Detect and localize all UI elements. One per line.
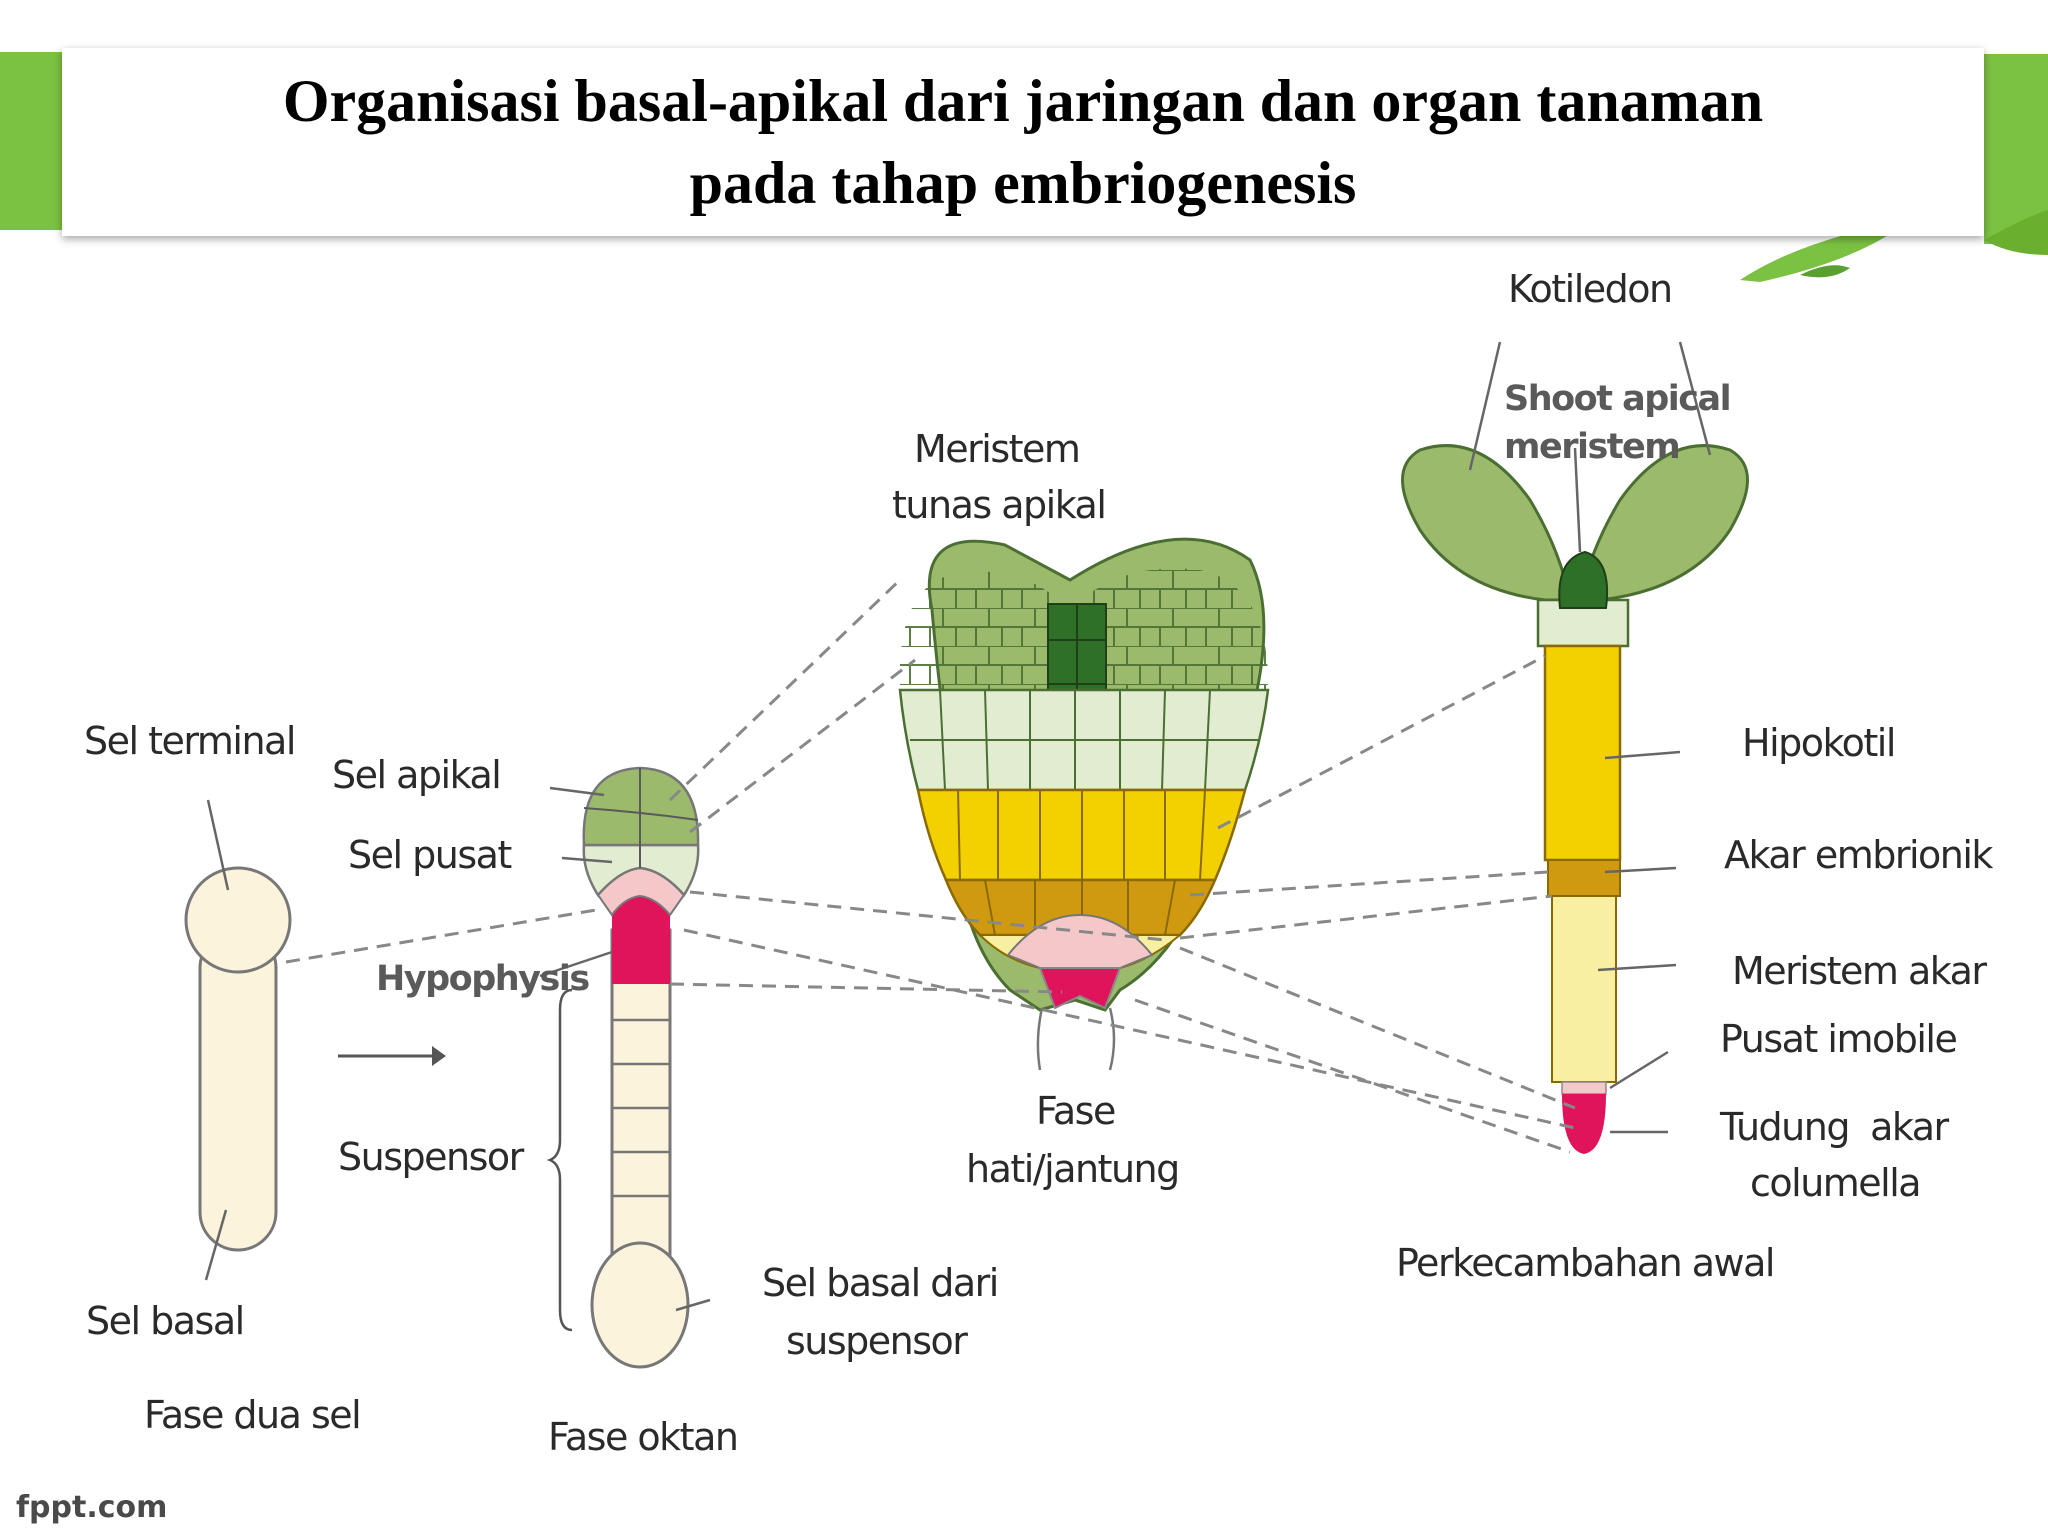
right-accent-leaves (1984, 54, 2048, 255)
label-sel-basal-dari-2: suspensor (786, 1319, 968, 1363)
root-cap-shape (1562, 1094, 1606, 1154)
heart-stage (898, 537, 1270, 1071)
label-hipokotil: Hipokotil (1742, 721, 1895, 765)
basal-suspensor-cell-shape (590, 1241, 690, 1369)
label-tudung-2: columella (1750, 1161, 1920, 1205)
title-banner: Organisasi basal-apikal dari jaringan da… (62, 48, 1984, 236)
page-title: Organisasi basal-apikal dari jaringan da… (282, 68, 1764, 134)
footer-credit: fppt.com (16, 1490, 168, 1525)
central-cell-shape (582, 843, 700, 898)
heart-hypophysis-shape (1038, 967, 1122, 1010)
shoot-apical-meristem-shape (1558, 550, 1609, 609)
label-akar-embrionik: Akar embrionik (1724, 833, 1993, 877)
label-sel-basal-dari-1: Sel basal dari (762, 1261, 998, 1305)
page-subtitle: pada tahap embriogenesis (689, 150, 1357, 216)
label-meristem-tunas-1: Meristem (914, 427, 1079, 471)
label-sel-pusat: Sel pusat (348, 833, 511, 877)
label-shoot-apical-1: Shoot apical (1504, 379, 1730, 419)
label-perkecambahan-awal: Perkecambahan awal (1396, 1241, 1774, 1285)
terminal-cell-shape (184, 866, 292, 974)
octant-stage (539, 766, 711, 1369)
label-sel-basal: Sel basal (86, 1299, 244, 1343)
label-fase-1: Fase (1036, 1089, 1115, 1133)
hypophysis-shape (612, 886, 670, 984)
label-sel-terminal: Sel terminal (84, 719, 295, 763)
label-fase-oktan: Fase oktan (548, 1415, 737, 1459)
label-hypophysis: Hypophysis (376, 959, 589, 999)
label-shoot-apical-2: meristem (1504, 427, 1679, 467)
left-accent-bar (0, 52, 66, 230)
label-kotiledon: Kotiledon (1508, 267, 1672, 311)
left-cotyledon-shape (1401, 444, 1572, 602)
arrow-right-icon (338, 1046, 446, 1066)
label-sel-apikal: Sel apikal (332, 753, 500, 797)
label-pusat-imobile: Pusat imobile (1720, 1017, 1956, 1061)
suspensor-shape (610, 928, 672, 1262)
right-cotyledon-shape (1578, 444, 1749, 602)
label-fase-2: hati/jantung (966, 1147, 1179, 1191)
label-fase-dua-sel: Fase dua sel (144, 1393, 360, 1437)
label-meristem-tunas-2: tunas apikal (892, 483, 1105, 527)
basal-cell-shape (198, 928, 278, 1252)
labels: Sel terminal Sel basal Fase dua sel Sel … (84, 267, 1995, 1459)
label-tudung-1: Tudung akar (1719, 1105, 1950, 1149)
seedling-stage (1401, 341, 1749, 1154)
two-cell-stage (184, 799, 292, 1281)
connector-lines (285, 576, 1576, 1154)
label-meristem-akar: Meristem akar (1732, 949, 1987, 993)
label-suspensor: Suspensor (338, 1135, 525, 1179)
